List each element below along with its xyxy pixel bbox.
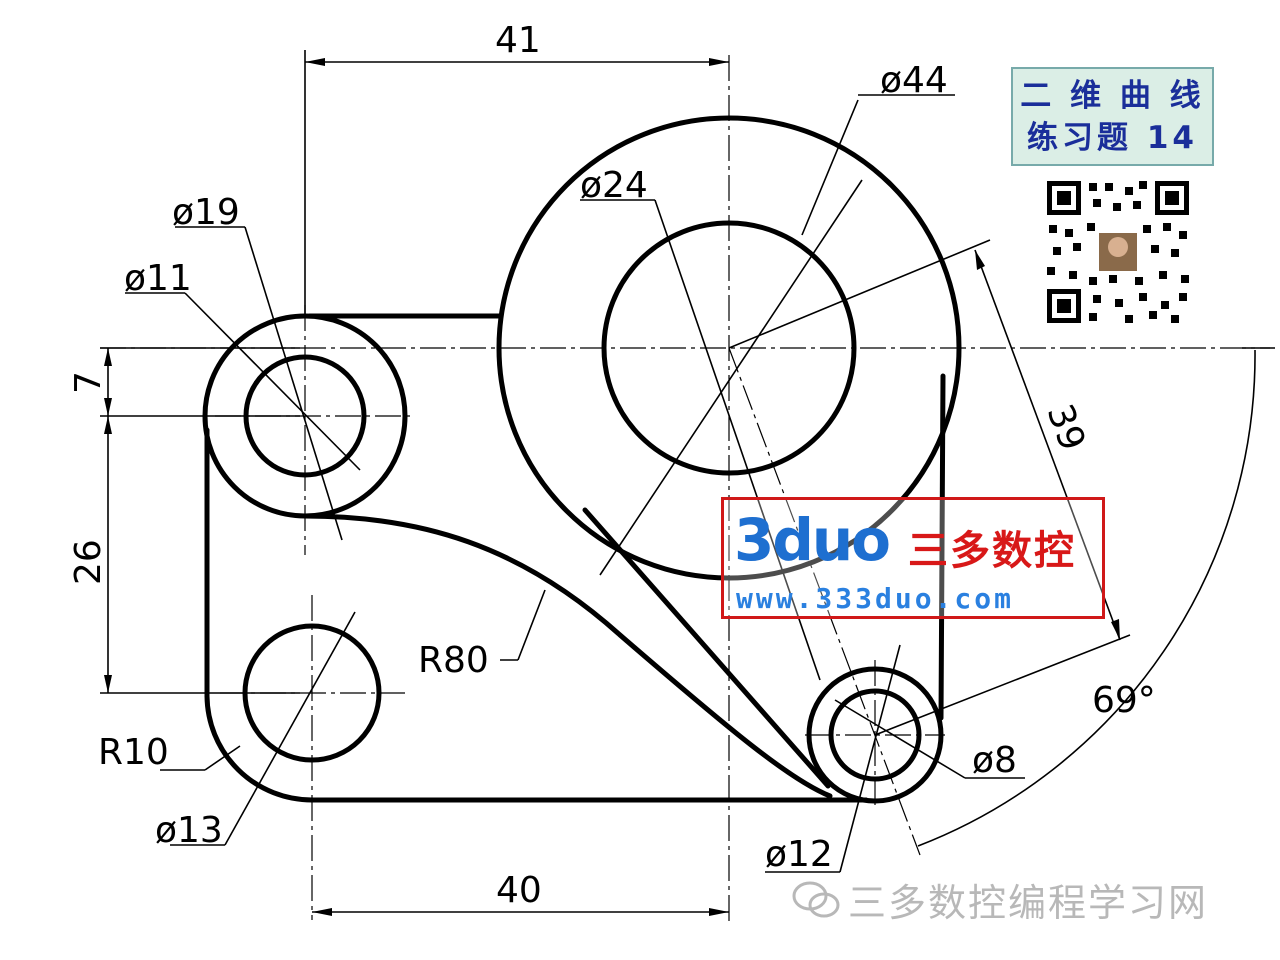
logo-brand-text: 3duo <box>734 506 891 574</box>
dimension-labels: 41 ø44 ø24 ø19 ø11 7 26 39 R80 69° R10 ø… <box>68 20 1156 911</box>
title-line-1: 二 维 曲 线 <box>1020 78 1205 114</box>
watermark-text: 三多数控编程学习网 <box>848 881 1209 925</box>
dim-dia24-label: ø24 <box>580 165 648 206</box>
wechat-icon <box>792 881 840 917</box>
watermark: 三多数控编程学习网 <box>792 872 1208 927</box>
dim-69deg-label: 69° <box>1092 680 1156 721</box>
dim-39-label: 39 <box>1039 399 1093 456</box>
dim-dia13-label: ø13 <box>155 810 223 851</box>
dim-40-label: 40 <box>496 870 542 911</box>
exercise-title-box: 二 维 曲 线 练习题 14 <box>1011 67 1214 166</box>
title-line-2: 练习题 14 <box>1027 120 1198 156</box>
dim-r80-label: R80 <box>418 640 489 681</box>
dimension-lines <box>100 50 1275 916</box>
dim-dia44-label: ø44 <box>880 60 948 101</box>
dim-7-label: 7 <box>68 371 109 394</box>
dim-dia11-label: ø11 <box>124 258 192 299</box>
dim-dia19-label: ø19 <box>172 192 240 233</box>
brand-logo: 3duo 三多数控 www.333duo.com <box>721 497 1105 619</box>
dim-26-label: 26 <box>68 539 109 585</box>
dim-dia12-label: ø12 <box>765 834 833 875</box>
qr-code-icon <box>1043 177 1193 327</box>
dim-41-label: 41 <box>495 20 541 61</box>
part-outline <box>202 115 962 804</box>
logo-url-text: www.333duo.com <box>736 582 1015 615</box>
dim-dia8-label: ø8 <box>972 740 1017 781</box>
dim-r10-label: R10 <box>98 732 169 773</box>
logo-name-text: 三多数控 <box>908 528 1076 574</box>
